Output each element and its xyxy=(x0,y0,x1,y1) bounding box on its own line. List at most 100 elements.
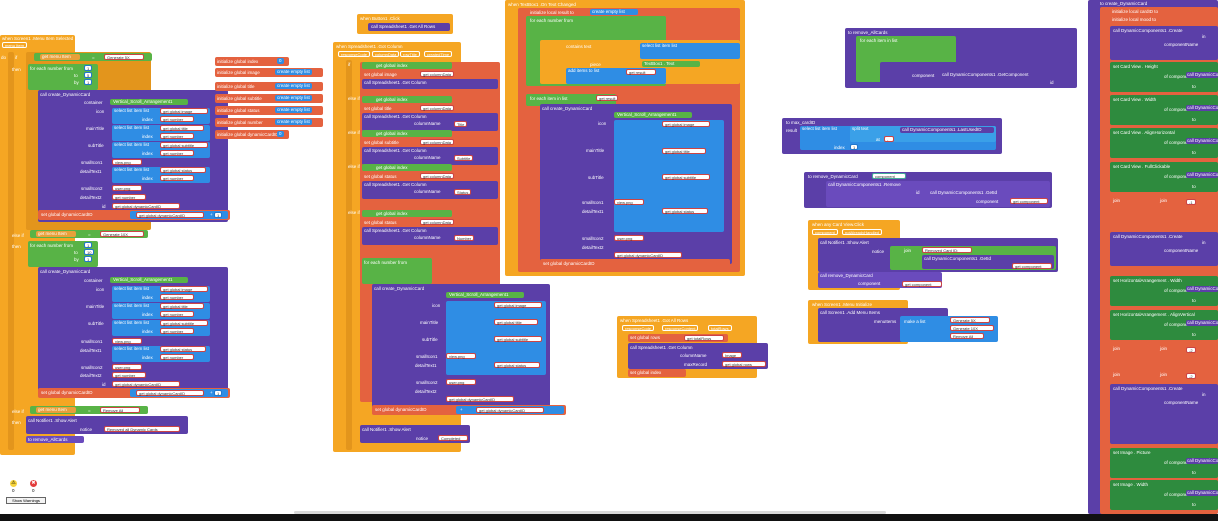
get-number[interactable]: get number xyxy=(160,175,194,181)
global-value[interactable]: create empty list xyxy=(275,69,312,75)
global-value[interactable]: create empty list xyxy=(275,107,312,113)
global-value[interactable]: 0 xyxy=(277,58,284,64)
get-number[interactable]: get number xyxy=(112,194,146,200)
text-remove-all[interactable]: Remove All xyxy=(100,407,140,413)
join-text[interactable]: -1 xyxy=(1186,199,1196,205)
text-generate-10x[interactable]: Generate 10X xyxy=(100,231,144,237)
container-value[interactable]: Vertical_Scroll_Arrangement1 xyxy=(446,292,524,298)
get-number[interactable]: get number xyxy=(160,294,194,300)
text-generate-5x[interactable]: Generate 5X xyxy=(104,54,144,60)
get-component-call[interactable]: call DynamicCompo xyxy=(1186,490,1218,496)
get-number[interactable]: get number xyxy=(160,328,194,334)
get-component-call[interactable]: call DynamicCompo xyxy=(1186,105,1218,111)
global-value[interactable]: create empty list xyxy=(275,83,312,89)
to-val[interactable]: 5 xyxy=(84,72,92,78)
get-menu-item-2[interactable]: get menu Item xyxy=(36,231,76,237)
from-val[interactable]: 1 xyxy=(84,65,92,71)
get-all-rows-call[interactable]: call Spreadsheet1 .Get All Rows xyxy=(368,23,450,31)
get-component[interactable]: get component xyxy=(1012,263,1052,269)
get-title[interactable]: get global title xyxy=(494,319,538,325)
menu-item-5x[interactable]: Generate 5X xyxy=(950,317,990,323)
column-value[interactable]: Status xyxy=(454,189,472,195)
get-number[interactable]: get number xyxy=(160,150,194,156)
menu-item-remove[interactable]: Remove All xyxy=(950,333,984,339)
get-menu-item-3[interactable]: get menu Item xyxy=(36,407,76,413)
get-component[interactable]: get component xyxy=(902,281,942,287)
rp-row-set_align2[interactable]: set HorizontalArrangement . AlignVertica… xyxy=(1110,310,1218,340)
get-status[interactable]: get global status xyxy=(662,208,708,214)
text-user-png[interactable]: user.png xyxy=(614,235,644,241)
text-view-png[interactable]: view.png xyxy=(446,353,476,359)
global-value[interactable]: create empty list xyxy=(275,119,312,125)
get-number[interactable]: get number xyxy=(112,372,146,378)
for-each-gc[interactable] xyxy=(362,258,432,284)
get-component-call[interactable]: call DynamicCompo xyxy=(1186,72,1218,78)
get-image[interactable]: get global image xyxy=(160,286,208,292)
get-column-data[interactable]: get columnData xyxy=(420,105,455,111)
get-dyn-id[interactable]: get global dynamicCardID xyxy=(476,407,544,413)
error-icon[interactable]: ✖ xyxy=(30,480,37,487)
get-subtitle[interactable]: get global subtitle xyxy=(662,174,710,180)
compare-block-1[interactable] xyxy=(34,53,152,61)
get-number[interactable]: get number xyxy=(160,116,194,122)
remove-dyn-call[interactable]: call DynamicComponents1 .GetComponent xyxy=(880,62,1070,86)
horizontal-scrollbar[interactable] xyxy=(294,511,886,514)
get-result[interactable]: get result xyxy=(626,69,656,75)
get-image[interactable]: get global image xyxy=(160,108,208,114)
compare-block-3[interactable] xyxy=(30,406,148,414)
get-subtitle[interactable]: get global subtitle xyxy=(160,320,208,326)
get-column-call[interactable]: call Spreadsheet1 .Get Column xyxy=(362,79,498,89)
get-total-rows[interactable]: get totalRows xyxy=(684,335,724,341)
get-result[interactable]: get result xyxy=(596,95,618,101)
get-column-data[interactable]: get columnData xyxy=(420,71,455,77)
get-number[interactable]: get number xyxy=(160,354,194,360)
compare-index[interactable]: get global index xyxy=(362,62,452,69)
for-each-item[interactable] xyxy=(526,94,616,106)
get-status[interactable]: get global status xyxy=(494,362,540,368)
by-val[interactable]: 1 xyxy=(84,256,92,262)
text-completed[interactable]: Completed xyxy=(438,435,468,441)
from-val[interactable]: 1 xyxy=(84,242,92,248)
text-removed-card[interactable]: Removed Card ID: xyxy=(922,247,972,253)
get-component-call[interactable]: call DynamicCompo xyxy=(1186,458,1218,464)
create-empty-list[interactable]: create empty list xyxy=(590,9,638,15)
menu-item-10x[interactable]: Generate 10X xyxy=(950,325,994,331)
global-rows[interactable]: get global rows xyxy=(722,361,766,367)
join-text[interactable]: -2 xyxy=(1186,373,1196,379)
container-value[interactable]: Vertical_Scroll_Arrangement1 xyxy=(110,99,188,105)
by-val[interactable]: 1 xyxy=(84,79,92,85)
get-dyn-id[interactable]: get global dynamicCardID xyxy=(112,381,180,387)
get-column-data[interactable]: get columnData xyxy=(420,139,455,145)
text-view-png[interactable]: view.png xyxy=(614,199,644,205)
get-status[interactable]: get global status xyxy=(160,167,206,173)
get-column-data[interactable]: get columnData xyxy=(420,173,455,179)
column-value[interactable]: Title xyxy=(454,121,468,127)
set-index[interactable]: set global index xyxy=(628,369,686,377)
set-rows[interactable]: set global rows xyxy=(628,334,728,342)
get-title[interactable]: get global title xyxy=(662,148,706,154)
